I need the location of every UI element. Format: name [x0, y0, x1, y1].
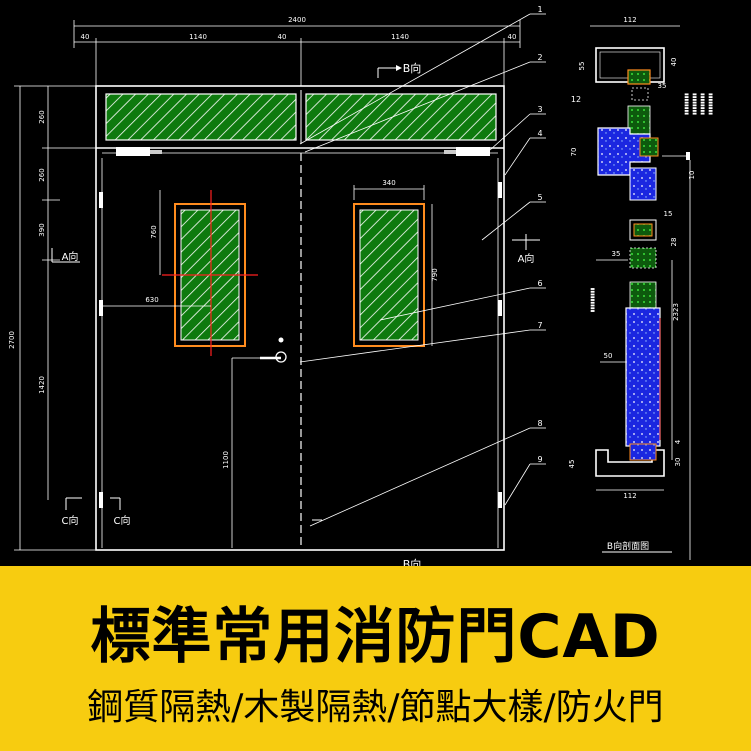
dim-260b: 260	[38, 168, 46, 181]
callout-8: 8	[537, 419, 542, 428]
svg-text:▮▮▮▮▮▮▮▮: ▮▮▮▮▮▮▮▮	[692, 93, 698, 115]
a-view-left: A向	[51, 248, 80, 263]
vision-window-right-glass	[359, 209, 419, 341]
sec-dim-15: 15	[664, 210, 673, 218]
section-leaf-upper	[629, 167, 657, 201]
callout-6: 6	[537, 279, 542, 288]
vision-window-right-frame	[353, 203, 425, 347]
callout-7: 7	[537, 321, 542, 330]
dim-340: 340	[382, 179, 395, 187]
dim-overall-width: 2400	[288, 16, 306, 24]
dim-seg-1: 40	[81, 33, 90, 41]
c-view-left: C向	[62, 497, 82, 527]
section-leaf-lower	[625, 307, 661, 447]
callout-12: 12	[571, 95, 581, 104]
banner-subtitle: 鋼質隔熱/木製隔熱/節點大樣/防火門	[87, 687, 664, 728]
a-view-right: A向	[512, 234, 540, 265]
sec-dim-4: 4	[674, 439, 682, 444]
sec-dim-35a: 35	[658, 82, 667, 90]
b-view-top: B向	[377, 61, 422, 78]
sec-dim-35b: 35	[612, 250, 621, 258]
dim-handle-height: 1100	[222, 451, 230, 469]
dim-1420: 1420	[38, 376, 46, 394]
b-view-bottom: B向	[403, 557, 422, 566]
sec-dim-40: 40	[670, 58, 678, 67]
svg-text:A向: A向	[62, 250, 79, 263]
callout-5: 5	[537, 193, 542, 202]
sec-dim-45: 45	[568, 460, 576, 469]
dim-height-total: 2700	[8, 331, 16, 349]
svg-text:▮▮▮▮▮▮▮▮: ▮▮▮▮▮▮▮▮	[708, 93, 714, 115]
callout-1: 1	[537, 5, 542, 14]
svg-text:▮▮▮▮▮▮▮▮: ▮▮▮▮▮▮▮▮	[700, 93, 706, 115]
dim-seg-5: 40	[508, 33, 517, 41]
section-frame-blue	[597, 127, 651, 176]
svg-text:C向: C向	[62, 514, 79, 527]
sec-dim-50: 50	[604, 352, 613, 360]
dim-seg-4: 1140	[391, 33, 409, 41]
door-elevation: 1100 630 760 340 790	[95, 85, 505, 551]
dim-seg-2: 1140	[189, 33, 207, 41]
c-view-right: C向	[110, 497, 131, 527]
callouts: 1 2 3 4 5 6 7 8 9	[299, 5, 546, 527]
sec-dim-30: 30	[674, 458, 682, 467]
callout-9: 9	[537, 455, 542, 464]
sec-dim-28: 28	[670, 238, 678, 247]
callout-3: 3	[537, 105, 542, 114]
callout-2: 2	[537, 53, 542, 62]
svg-text:C向: C向	[114, 514, 131, 527]
transom-glass-left	[105, 93, 297, 141]
dim-790: 790	[431, 268, 439, 281]
door-outer-frame	[95, 85, 505, 551]
door-closer-right	[444, 147, 490, 156]
sec-dim-bottom-112: 112	[623, 492, 636, 500]
cad-drawing: 1100 630 760 340 790 2400 40 1140 40 114…	[8, 5, 714, 566]
callout-4: 4	[537, 129, 542, 138]
title-banner: 標準常用消防門CAD 鋼質隔熱/木製隔熱/節點大樣/防火門	[0, 566, 751, 751]
sec-dim-70: 70	[570, 148, 578, 157]
svg-text:B向: B向	[403, 61, 422, 75]
dim-390: 390	[38, 223, 46, 236]
top-dimensions: 2400 40 1140 40 1140 40	[73, 16, 521, 86]
svg-text:▮▮▮▮▮▮▮▮: ▮▮▮▮▮▮▮▮	[684, 93, 690, 115]
dim-760: 760	[150, 225, 158, 238]
transom-glass-right	[305, 93, 497, 141]
banner-title: 標準常用消防門CAD	[90, 602, 661, 672]
svg-text:▮▮▮▮▮▮▮▮▮: ▮▮▮▮▮▮▮▮▮	[590, 287, 596, 312]
left-dimensions: 2700 260 260 390 1420	[8, 85, 96, 551]
sec-dim-10: 10	[688, 171, 696, 180]
svg-text:A向: A向	[518, 252, 535, 265]
dim-260a: 260	[38, 110, 46, 123]
door-closer-left	[116, 147, 162, 156]
sec-dim-55: 55	[578, 62, 586, 71]
dim-630: 630	[145, 296, 158, 304]
sec-dim-top-112: 112	[623, 16, 636, 24]
sec-dim-2323: 2323	[672, 303, 680, 321]
dim-seg-3: 40	[278, 33, 287, 41]
section-detail: 112 55 40 35 ▮▮▮▮▮▮▮▮ ▮▮▮▮▮▮▮▮ ▮▮▮▮▮▮▮▮ …	[568, 16, 714, 560]
section-caption: B向剖面图	[607, 540, 649, 552]
